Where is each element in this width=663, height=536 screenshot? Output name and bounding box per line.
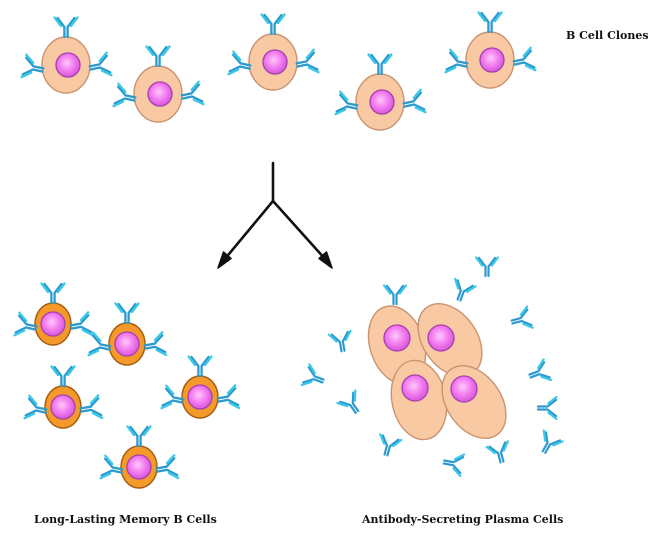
memory-b-cells-label: Long-Lasting Memory B Cells <box>34 513 217 526</box>
nucleus-icon <box>369 89 395 115</box>
nucleus-icon <box>383 324 411 352</box>
antibody-icon <box>99 454 124 480</box>
antibody-icon <box>541 429 564 454</box>
antibody-icon <box>180 80 205 106</box>
antibody-icon <box>23 394 48 420</box>
memory-b-cell-icon <box>34 302 72 346</box>
plasma-cell-icon <box>441 365 507 439</box>
nucleus-icon <box>50 394 76 420</box>
antibody-icon <box>145 45 171 68</box>
nucleus-icon <box>401 374 429 402</box>
antibody-icon <box>336 389 360 414</box>
antibody-icon <box>50 365 76 388</box>
antibody-icon <box>20 53 45 79</box>
b-cell-icon <box>465 31 515 89</box>
antibody-icon <box>474 256 500 278</box>
antibody-icon <box>114 302 140 325</box>
nucleus-icon <box>126 454 152 480</box>
nucleus-icon <box>55 52 81 78</box>
memory-b-cell-icon <box>120 445 158 489</box>
antibody-icon <box>510 305 534 329</box>
antibodies-layer <box>13 11 564 480</box>
b-cell-icon <box>355 73 405 131</box>
cells-layer <box>34 31 515 489</box>
antibody-icon <box>382 284 408 306</box>
antibody-icon <box>88 51 113 77</box>
b-cell-clones-label: B Cell Clones <box>566 29 649 42</box>
antibody-icon <box>528 358 553 382</box>
antibody-icon <box>87 331 112 357</box>
antibody-icon <box>367 53 393 76</box>
antibody-icon <box>53 16 79 39</box>
nucleus-icon <box>427 324 455 352</box>
memory-b-cell-icon <box>108 322 146 366</box>
b-cell-icon <box>248 33 298 91</box>
antibody-icon <box>143 331 168 357</box>
antibody-icon <box>453 277 477 302</box>
antibody-icon <box>442 453 466 478</box>
memory-b-cell-icon <box>181 375 219 419</box>
nucleus-icon <box>187 384 213 410</box>
antibody-icon <box>69 311 94 337</box>
nucleus-icon <box>147 81 173 107</box>
antibody-icon <box>379 433 403 457</box>
antibody-icon <box>112 82 137 108</box>
antibody-icon <box>126 425 152 448</box>
antibody-icon <box>79 394 104 420</box>
antibody-icon <box>402 88 427 114</box>
antibody-icon <box>327 329 352 353</box>
antibody-icon <box>334 90 359 116</box>
antibody-icon <box>485 440 509 464</box>
b-cell-icon <box>41 36 91 94</box>
plasma-cell-icon <box>390 359 448 441</box>
antibody-icon <box>13 311 38 337</box>
antibody-icon <box>155 454 180 480</box>
plasma-cells-label: Antibody-Secreting Plasma Cells <box>362 513 564 526</box>
antibody-icon <box>295 48 320 74</box>
antibody-icon <box>160 384 185 410</box>
antibody-icon <box>40 282 66 305</box>
nucleus-icon <box>450 375 478 403</box>
antibody-icon <box>536 395 558 421</box>
antibody-icon <box>444 48 469 74</box>
nucleus-icon <box>262 49 288 75</box>
branch-arrow-icon <box>217 161 333 269</box>
antibody-icon <box>260 13 286 36</box>
antibody-icon <box>512 46 537 72</box>
b-cell-icon <box>133 65 183 123</box>
antibody-icon <box>216 384 241 410</box>
nucleus-icon <box>114 331 140 357</box>
antibody-icon <box>227 50 252 76</box>
memory-b-cell-icon <box>44 385 82 429</box>
nucleus-icon <box>479 47 505 73</box>
antibody-icon <box>477 11 503 34</box>
antibody-icon <box>187 355 213 378</box>
nucleus-icon <box>40 311 66 337</box>
antibody-icon <box>300 363 325 387</box>
